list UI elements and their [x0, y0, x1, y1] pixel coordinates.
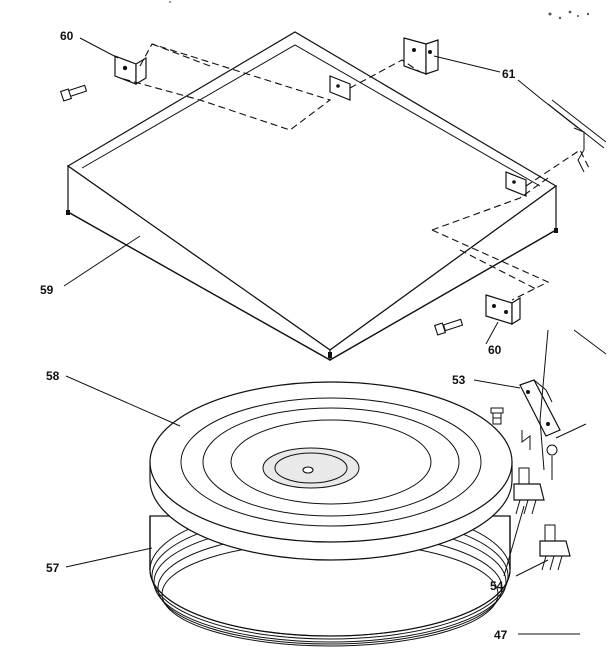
hinge-bracket-right-top	[403, 37, 439, 75]
callout-60-top: 60	[60, 29, 74, 43]
screw-left-top	[59, 84, 88, 102]
callout-54: 54	[490, 579, 504, 593]
dust-cover	[66, 31, 558, 362]
callout-59: 59	[40, 283, 54, 297]
callout-61: 61	[502, 67, 516, 81]
dashed-alignment-lines	[119, 43, 591, 301]
nut-small	[546, 444, 558, 480]
scan-noise	[169, 1, 590, 20]
leader-lines	[63, 37, 580, 635]
callout-57: 57	[46, 561, 60, 575]
leveling-foot-upper	[513, 467, 545, 515]
hinge-clip-cover-left	[329, 75, 351, 101]
hinge-clip-cover-right	[505, 171, 527, 197]
screw-small	[490, 407, 504, 425]
frame-edge-right	[539, 329, 607, 471]
callout-58: 58	[46, 369, 60, 383]
hinge-bracket-left	[114, 55, 147, 86]
callout-47: 47	[494, 628, 508, 642]
turntable-platter	[149, 381, 513, 647]
callout-60-bottom: 60	[488, 343, 502, 357]
spring-symbol	[521, 430, 531, 450]
screw-bottom	[433, 318, 464, 336]
bracket-53	[519, 379, 587, 439]
hinge-bracket-bottom	[485, 294, 521, 326]
leveling-foot-lower	[539, 524, 571, 571]
callout-53: 53	[452, 373, 466, 387]
